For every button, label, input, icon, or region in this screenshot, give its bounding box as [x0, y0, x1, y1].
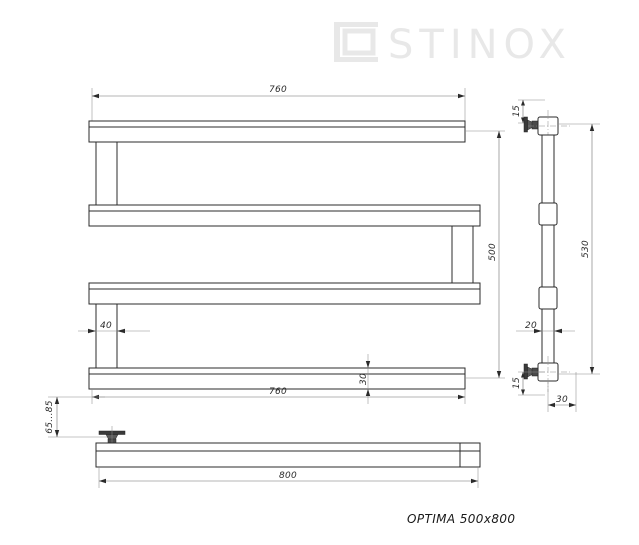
side-bracket-bottom-icon — [523, 363, 539, 380]
dim-40: 40 — [78, 321, 150, 334]
side-view-group: 15 — [512, 99, 600, 412]
dim-30-thickness: 30 — [359, 354, 371, 404]
side-vertical-tube — [538, 134, 558, 365]
connector-left-upper — [95, 142, 118, 206]
dim-15-top-text: 15 — [512, 105, 522, 117]
dim-20-width: 20 — [516, 321, 575, 334]
dim-bottom-760: 760 — [91, 387, 466, 404]
dim-top-760-text: 760 — [269, 85, 287, 95]
dim-500-height: 500 — [465, 130, 505, 379]
dim-15-bottom-text: 15 — [512, 377, 522, 389]
dim-30-text: 30 — [359, 373, 369, 385]
side-bracket-top-icon — [523, 116, 539, 133]
dim-top-760: 760 — [92, 85, 465, 99]
dim-40-text: 40 — [100, 321, 112, 331]
rail-2 — [88, 204, 481, 227]
rail-4 — [88, 367, 466, 390]
wall-mount-bracket-icon — [98, 426, 126, 450]
dim-500-text: 500 — [488, 243, 498, 261]
dim-30-depth: 30 — [547, 372, 577, 412]
front-view-group: 760 — [45, 85, 505, 488]
connector-left-lower — [95, 304, 118, 369]
dim-15-bottom: 15 — [512, 371, 545, 396]
dim-mount-offset-text: 65...85 — [45, 400, 55, 434]
connector-right-upper — [451, 226, 474, 284]
dim-800: 800 — [98, 467, 479, 488]
dim-mount-offset: 65...85 — [45, 396, 108, 438]
brand-logo: STINOX — [334, 22, 572, 68]
drawing-title: OPTIMA 500x800 — [407, 512, 515, 526]
rail-1 — [88, 120, 466, 143]
dim-530: 530 — [558, 123, 600, 375]
dim-bottom-760-text: 760 — [269, 387, 287, 397]
dim-530-text: 530 — [581, 240, 591, 258]
side-fitting-top — [528, 110, 570, 145]
dim-800-text: 800 — [279, 471, 297, 481]
dim-20-text: 20 — [525, 321, 537, 331]
brand-logo-text: STINOX — [388, 22, 572, 68]
rail-bottom-800 — [95, 442, 481, 468]
dim-30-depth-text: 30 — [556, 395, 568, 405]
rail-3 — [88, 282, 481, 305]
